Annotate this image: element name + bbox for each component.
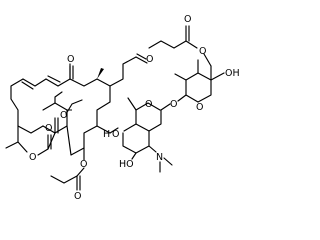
butanoate-carbonyl-oxygen-label: O	[184, 14, 191, 25]
glycosidic-link-1	[96, 125, 119, 134]
sugar-2-hydroxyl-label: OH	[225, 68, 240, 79]
glycosidic-oxygen-1-label: O	[112, 129, 119, 140]
propanoate-bonds	[50, 147, 85, 191]
propanoate-carbonyl-oxygen-label: O	[74, 191, 81, 202]
sugar-2-methyl	[174, 73, 187, 81]
glycosidic-oxygen-2-label: O	[170, 99, 177, 110]
sugar-1-ring-bonds	[122, 102, 162, 154]
sugar-1-methyl	[127, 97, 137, 111]
propanoate-oxygen-label: O	[80, 159, 87, 170]
structure-diagram: O O O O O O O H O	[5, 14, 240, 202]
glycosidic-link-2-bond	[160, 103, 171, 111]
sugar-2-ring-bonds	[177, 59, 225, 103]
sugar-1-hydroxyl-label: HO	[119, 159, 134, 170]
dimethylamino-bonds	[148, 145, 173, 173]
methyl-top	[97, 68, 104, 79]
stereo-hydrogen-label: H	[103, 129, 110, 140]
butanoate-oxygen-label: O	[199, 46, 206, 57]
dimethylamino-nitrogen-label: N	[156, 152, 163, 163]
methoxy-oxygen-label: O	[60, 110, 67, 121]
lactone-bonds	[5, 125, 56, 156]
aldehyde-oxygen-label: O	[146, 54, 153, 65]
sugar-2-ring-oxygen-label: O	[196, 102, 203, 113]
sugar-1-oh-bond	[131, 152, 137, 160]
lactone-ring-oxygen-label: O	[29, 152, 36, 163]
aldehyde-chain	[109, 53, 148, 87]
butanoate-bonds	[148, 25, 212, 67]
ketone-group	[69, 65, 74, 80]
lactone-carbonyl-oxygen-label: O	[45, 123, 52, 134]
methoxy-methyl	[65, 99, 83, 115]
sugar-1-ring-oxygen-label: O	[145, 99, 152, 110]
ketone-oxygen-label: O	[67, 54, 74, 65]
